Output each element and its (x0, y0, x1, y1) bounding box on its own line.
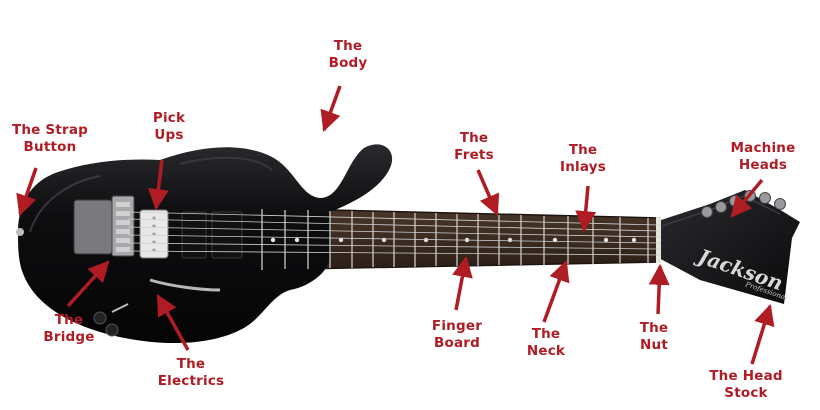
arrow-finger-board (452, 255, 473, 311)
arrow-body (320, 85, 342, 132)
arrow-frets (476, 169, 500, 216)
pointer-arrows (16, 85, 775, 365)
arrow-head-stock (750, 303, 775, 365)
arrow-machine-heads (730, 178, 764, 218)
nut (656, 217, 661, 263)
arrow-inlays (575, 185, 597, 233)
arrow-nut (648, 263, 670, 315)
frets (261, 209, 649, 270)
arrow-electrics (156, 294, 190, 351)
arrow-strap-button (16, 167, 38, 216)
electrics (93, 303, 129, 337)
strap-button (16, 228, 24, 236)
arrow-bridge (66, 260, 110, 308)
bridge (73, 195, 135, 257)
pickups (139, 209, 243, 259)
arrow-pick-ups (147, 159, 169, 211)
tremolo-arm (149, 278, 221, 292)
strings (127, 211, 661, 256)
arrow-neck (542, 260, 570, 323)
